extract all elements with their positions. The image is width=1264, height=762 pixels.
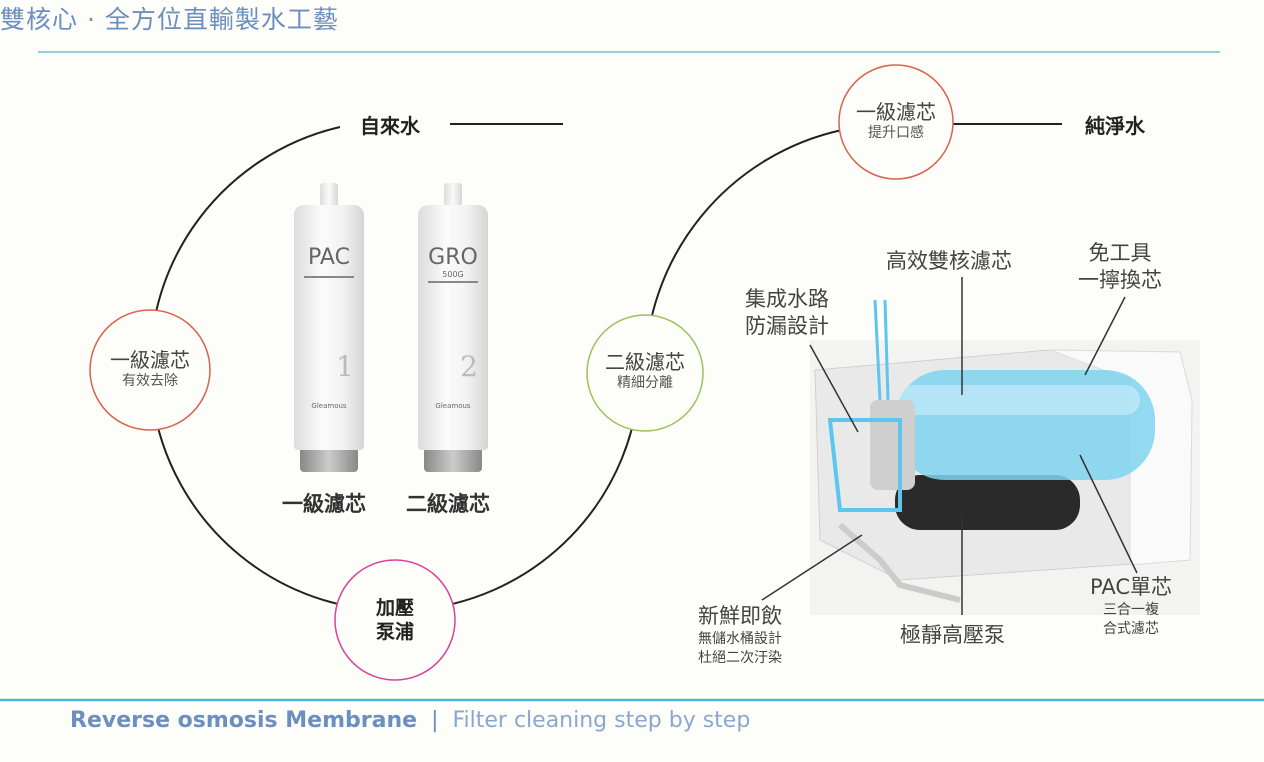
- pump-node: 加壓 泵浦: [335, 596, 455, 644]
- filter-name: PAC: [308, 245, 350, 270]
- filter-model: 500G: [442, 270, 464, 279]
- annotation-leaders: [761, 277, 1138, 615]
- waterway-line1: 集成水路: [745, 287, 829, 311]
- stage1-circle: [89, 309, 211, 431]
- footer: Reverse osmosis Membrane | Filter cleaning…: [70, 708, 750, 733]
- output-water-label: 純淨水: [1085, 114, 1145, 138]
- purifier-machine-illustration: [810, 299, 1200, 615]
- filter1-label: 一級濾芯: [282, 492, 366, 516]
- stage1-subtitle: 有效去除: [122, 373, 178, 389]
- fresh-sub1: 無儲水桶設計: [698, 631, 782, 647]
- filter-number: 2: [460, 350, 478, 383]
- left-flow-arc: [149, 126, 641, 612]
- final-stage-node: 一級濾芯 提升口感: [836, 100, 956, 142]
- input-water-label: 自來水: [360, 114, 420, 138]
- page-title: 雙核心 · 全方位直輸製水工藝: [0, 5, 339, 34]
- filter-brand: Gleamous: [311, 402, 347, 410]
- fresh-title: 新鮮即飲: [698, 604, 782, 628]
- pump-title-line2: 泵浦: [375, 621, 414, 643]
- filter-brand: Gleamous: [435, 402, 471, 410]
- pac-sub1: 三合一複: [1102, 602, 1159, 618]
- stage2-subtitle: 精細分離: [617, 375, 673, 391]
- footer-separator: |: [431, 708, 439, 733]
- annotation-waterway: 集成水路 防漏設計: [745, 286, 829, 340]
- footer-bold-text: Reverse osmosis Membrane: [70, 708, 418, 733]
- stage1-title: 一級濾芯: [110, 348, 190, 372]
- filter2-label: 二級濾芯: [406, 492, 490, 516]
- annotation-fresh: 新鮮即飲 無儲水桶設計 杜絕二次汙染: [698, 603, 782, 668]
- filter-number: 1: [336, 350, 354, 383]
- filter-cartridge-pac: PAC 1 Gleamous: [294, 183, 364, 472]
- pac-title: PAC單芯: [1090, 575, 1172, 599]
- footer-light-text: Filter cleaning step by step: [452, 708, 751, 733]
- annotation-pump: 極靜高壓泵: [900, 623, 1005, 647]
- waterway-line2: 防漏設計: [745, 314, 829, 338]
- tool-free-line1: 免工具: [1088, 241, 1152, 265]
- final-stage-title: 一級濾芯: [856, 100, 936, 124]
- pump-circle: [334, 559, 456, 681]
- final-stage-circle: [838, 64, 954, 180]
- stage2-title: 二級濾芯: [605, 350, 685, 374]
- annotation-tool-free: 免工具 一擰換芯: [1078, 240, 1162, 294]
- filter-name: GRO: [428, 245, 478, 270]
- final-stage-subtitle: 提升口感: [868, 125, 924, 141]
- stage2-circle: [586, 314, 704, 432]
- pump-title-line1: 加壓: [375, 597, 414, 619]
- stage2-node: 二級濾芯 精細分離: [585, 350, 705, 392]
- stage1-node: 一級濾芯 有效去除: [90, 348, 210, 390]
- annotation-dual-core: 高效雙核濾芯: [886, 249, 1012, 273]
- annotation-pac: PAC單芯 三合一複 合式濾芯: [1090, 574, 1172, 639]
- tool-free-line2: 一擰換芯: [1078, 268, 1162, 292]
- filter-cartridge-gro: GRO 500G 2 Gleamous: [418, 183, 488, 472]
- fresh-sub2: 杜絕二次汙染: [698, 650, 782, 666]
- pac-sub2: 合式濾芯: [1102, 621, 1159, 637]
